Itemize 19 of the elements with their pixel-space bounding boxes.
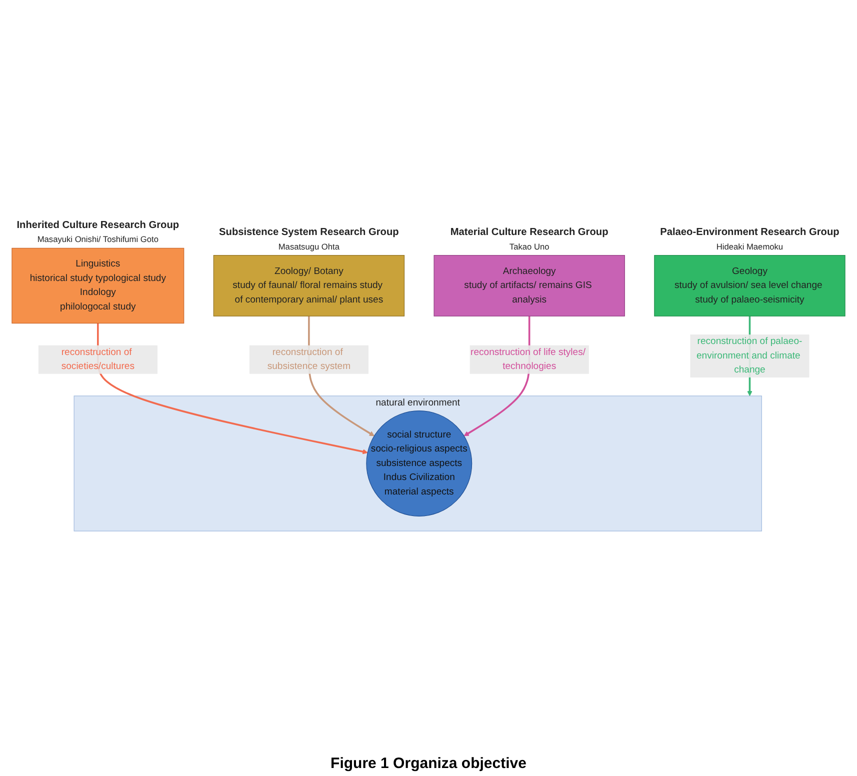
group-name: Subsistence System Research Group (219, 227, 399, 238)
arrow (97, 323, 368, 454)
figure-caption: Figure 1 Organiza objective (330, 754, 526, 774)
researcher-name: Masatsugu Ohta (278, 241, 340, 252)
node-box: Archaeology study of artifacts/ remains GIS analysis (434, 255, 625, 316)
group-name: Inherited Culture Research Group (16, 220, 180, 231)
researcher-name: Takao Uno (509, 241, 550, 252)
node-circle: social structure socio-religious aspects subsistence aspects Indus Civilization material aspects (366, 410, 472, 516)
researcher-name: Hideaki Maemoku (716, 241, 784, 252)
group-name: Palaeo-Environment Research Group (660, 227, 840, 238)
edge-label: reconstruction of life styles/ technologies (470, 347, 586, 372)
edge-label: reconstruction of societies/cultures (61, 347, 134, 372)
edge-label: reconstruction of subsistence system (267, 347, 351, 372)
edge-label: reconstruction of palaeo-environment and climate change (696, 336, 802, 376)
node-box: Zoology/ Botany study of faunal/ floral remains study of contemporary animal/ plant uses (213, 255, 405, 316)
node-box: Geology study of avulsion/ sea level change study of palaeo-seismicity (654, 255, 846, 316)
researcher-name: Masayuki Onishi/ Toshifumi Goto (37, 234, 158, 244)
node-box: Linguistics historical study typological study Indology philologocal study (12, 248, 184, 324)
group-name: Material Culture Research Group (450, 227, 608, 238)
